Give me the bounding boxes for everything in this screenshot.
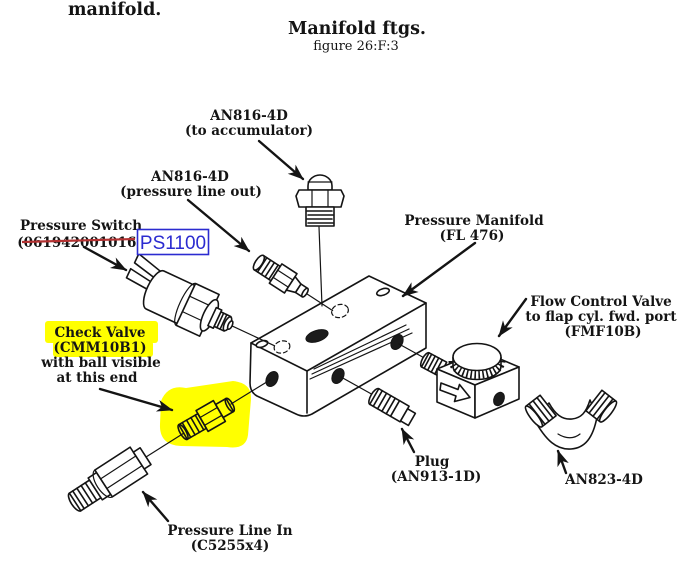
pressure-manifold-drawing bbox=[249, 275, 427, 417]
pressure-switch-drawing bbox=[125, 252, 276, 347]
label-pressure-line-out-desc: (pressure line out) bbox=[120, 184, 262, 200]
figure-number: figure 26:F:3 bbox=[313, 39, 399, 54]
label-check-valve-note2: at this end bbox=[56, 370, 138, 386]
label-check-valve-part: (CMM10B1) bbox=[54, 340, 147, 356]
arrow-pressure-manifold bbox=[401, 241, 477, 298]
label-elbow-part: AN823-4D bbox=[564, 472, 643, 488]
flow-control-valve-drawing bbox=[419, 342, 520, 419]
label-flow-control-valve-desc: to flap cyl. fwd. port bbox=[525, 309, 677, 325]
arrow-pressure-line-in bbox=[141, 490, 170, 523]
diagram-labels: manifold. Manifold ftgs. figure 26:F:3 A… bbox=[17, 0, 677, 554]
label-check-valve-note1: with ball visible bbox=[40, 355, 161, 371]
arrow-plug bbox=[400, 427, 416, 454]
label-pressure-manifold: Pressure Manifold bbox=[404, 213, 544, 229]
connector-lines bbox=[145, 226, 429, 458]
label-pressure-switch-new-part[interactable]: PS1100 bbox=[140, 233, 206, 254]
ps1100-annotation-box[interactable] bbox=[136, 228, 210, 256]
check-valve-drawing bbox=[177, 397, 236, 441]
label-flow-control-valve-part: (FMF10B) bbox=[564, 324, 641, 340]
strikethrough-mark bbox=[21, 237, 136, 244]
label-accumulator-fitting-part: AN816-4D bbox=[209, 108, 288, 124]
pressure-line-out-fitting-drawing bbox=[252, 254, 334, 312]
label-pressure-manifold-part: (FL 476) bbox=[440, 228, 505, 244]
accumulator-fitting-drawing bbox=[295, 174, 345, 227]
label-pressure-line-in-part: (C5255x4) bbox=[191, 538, 270, 554]
arrow-check-valve bbox=[98, 387, 174, 412]
arrow-flow-control-valve bbox=[497, 297, 528, 338]
plug-drawing bbox=[368, 387, 417, 427]
label-flow-control-valve: Flow Control Valve bbox=[530, 294, 671, 310]
page-heading: manifold. bbox=[68, 0, 161, 20]
label-pressure-switch: Pressure Switch bbox=[20, 218, 142, 234]
label-check-valve: Check Valve bbox=[55, 325, 146, 341]
figure-title: Manifold ftgs. bbox=[288, 19, 426, 39]
label-pressure-line-out-part: AN816-4D bbox=[150, 169, 229, 185]
label-pressure-switch-old-part: (061942001016) bbox=[17, 235, 143, 251]
label-plug-part: (AN913-1D) bbox=[391, 469, 481, 485]
label-accumulator-fitting-desc: (to accumulator) bbox=[185, 123, 313, 139]
arrow-pressure-line-out bbox=[186, 198, 251, 253]
label-pressure-line-in: Pressure Line In bbox=[167, 523, 292, 539]
elbow-fitting-drawing bbox=[524, 389, 618, 450]
label-plug: Plug bbox=[415, 454, 450, 470]
arrow-pressure-switch bbox=[82, 245, 128, 272]
arrow-elbow bbox=[556, 449, 569, 475]
pressure-line-in-fitting-drawing bbox=[67, 446, 152, 512]
flow-direction-arrow-icon bbox=[439, 382, 471, 403]
leader-arrows bbox=[82, 139, 569, 523]
arrow-to-accumulator-fitting bbox=[257, 139, 305, 181]
